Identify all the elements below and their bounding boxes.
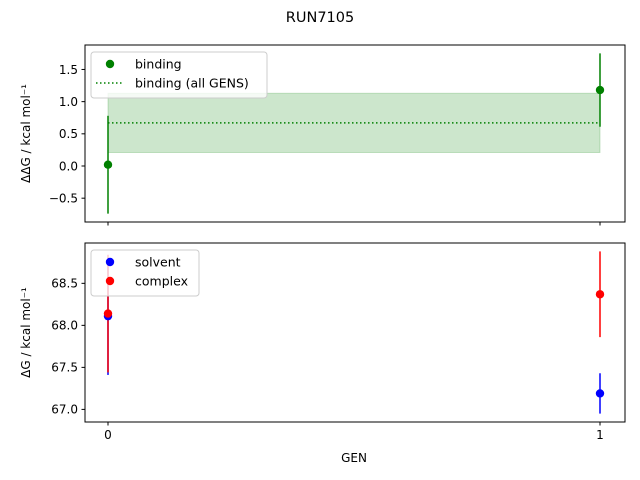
error-band: [107, 92, 601, 153]
legend-box: [90, 51, 268, 99]
legend: solvent complex: [90, 249, 200, 297]
data-point-solvent: [595, 389, 605, 398]
x-axis-label: GEN: [341, 451, 367, 465]
legend-label: binding (all GENS): [135, 76, 249, 91]
axes-frame: [84, 242, 626, 423]
data-point-complex: [103, 309, 113, 318]
y-tick-label: 67.5: [51, 361, 78, 375]
data-point-complex: [595, 290, 605, 299]
data-point-binding: [103, 160, 113, 169]
legend-marker: [105, 59, 115, 69]
x-tick-label: 0: [104, 428, 112, 442]
y-tick-label: 67.0: [51, 403, 78, 417]
legend-marker: [105, 276, 115, 286]
y-tick-label: 68.0: [51, 319, 78, 333]
y-tick-label: 0.5: [59, 127, 78, 141]
legend-label: solvent: [135, 255, 181, 270]
y-tick-label: 1.0: [59, 95, 78, 109]
legend-label: complex: [135, 274, 188, 289]
y-tick-label: −0.5: [49, 191, 78, 205]
legend-marker: [105, 257, 115, 267]
x-tick-label: 1: [596, 428, 604, 442]
y-axis-label: ΔΔG / kcal mol⁻¹: [19, 84, 33, 183]
legend: binding binding (all GENS): [90, 51, 268, 99]
chart-title: RUN7105: [286, 10, 354, 26]
y-tick-label: 0.0: [59, 159, 78, 173]
panel-1: 67.0 67.5 68.0 68.5 0 1 ΔG / kcal mol⁻¹ solvent…: [19, 242, 626, 442]
y-axis-label: ΔG / kcal mol⁻¹: [19, 287, 33, 378]
legend-box: [90, 249, 200, 297]
y-tick-label: 68.5: [51, 277, 78, 291]
y-tick-label: 1.5: [59, 63, 78, 77]
data-point-binding: [595, 85, 605, 95]
legend-label: binding: [135, 57, 182, 72]
